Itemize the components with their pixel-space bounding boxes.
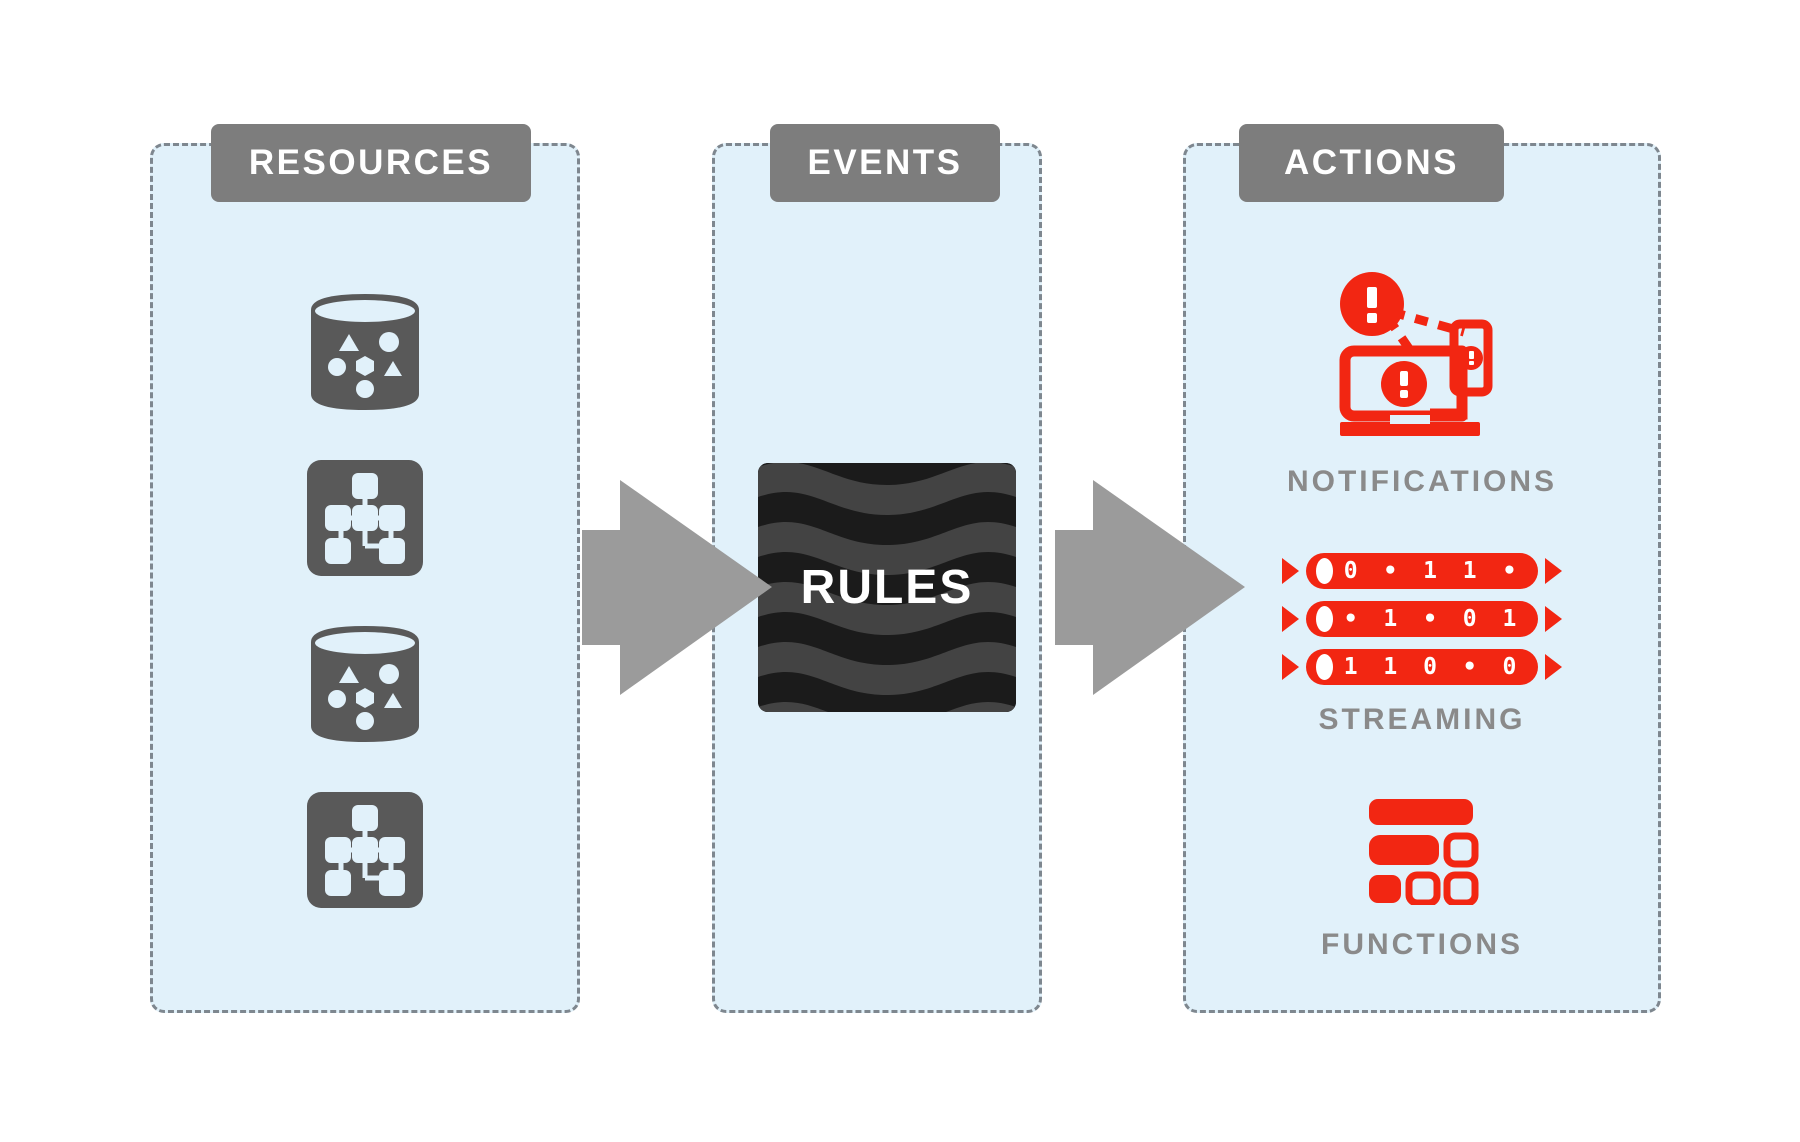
column-header-resources: RESOURCES [211, 124, 531, 202]
pill-cap-icon [1315, 606, 1333, 632]
play-triangle-icon [1545, 654, 1563, 680]
column-header-events: EVENTS [770, 124, 1000, 202]
column-header-actions: ACTIONS [1239, 124, 1504, 202]
column-body-actions: NOTIFICATIONS 0 • 1 1 • [1186, 226, 1658, 1010]
stream-row: 0 • 1 1 • [1281, 553, 1563, 589]
action-functions: FUNCTIONS [1321, 797, 1523, 962]
play-triangle-icon [1545, 558, 1563, 584]
stream-row: 1 1 0 • 0 [1281, 649, 1563, 685]
database-icon [305, 620, 425, 748]
rules-label: RULES [800, 561, 974, 614]
resource-icon-stack [305, 288, 425, 914]
notifications-icon [1322, 262, 1522, 447]
network-topology-icon [305, 786, 425, 914]
stream-bits: 0 • 1 1 • [1343, 558, 1523, 584]
rules-block-icon [758, 463, 1016, 712]
pill-cap-icon [1315, 654, 1333, 680]
functions-icon [1363, 797, 1481, 910]
play-triangle-icon [1545, 606, 1563, 632]
play-triangle-icon [1281, 654, 1299, 680]
stream-bits: 1 1 0 • 0 [1343, 654, 1523, 680]
stream-bits: • 1 • 0 1 [1343, 606, 1523, 632]
action-streaming: 0 • 1 1 • • 1 • 0 1 [1281, 553, 1563, 737]
action-notifications: NOTIFICATIONS [1287, 262, 1557, 499]
stream-row: • 1 • 0 1 [1281, 601, 1563, 637]
action-label-notifications: NOTIFICATIONS [1286, 465, 1558, 498]
stream-pill: 1 1 0 • 0 [1305, 649, 1539, 685]
play-triangle-icon [1281, 606, 1299, 632]
action-label-functions: FUNCTIONS [1321, 928, 1523, 961]
column-body-resources [153, 226, 577, 1010]
rules-block: RULES [758, 463, 1016, 712]
stream-pill: 0 • 1 1 • [1305, 553, 1539, 589]
play-triangle-icon [1281, 558, 1299, 584]
column-resources: RESOURCES [150, 124, 580, 1013]
pill-cap-icon [1315, 558, 1333, 584]
arrow-events-to-actions [1055, 480, 1245, 695]
streaming-icon: 0 • 1 1 • • 1 • 0 1 [1281, 553, 1563, 685]
arrow-resources-to-events [582, 480, 772, 695]
database-icon [305, 288, 425, 416]
stream-pill: • 1 • 0 1 [1305, 601, 1539, 637]
action-label-streaming: STREAMING [1318, 703, 1526, 736]
column-actions: ACTIONS [1183, 124, 1661, 1013]
network-topology-icon [305, 454, 425, 582]
